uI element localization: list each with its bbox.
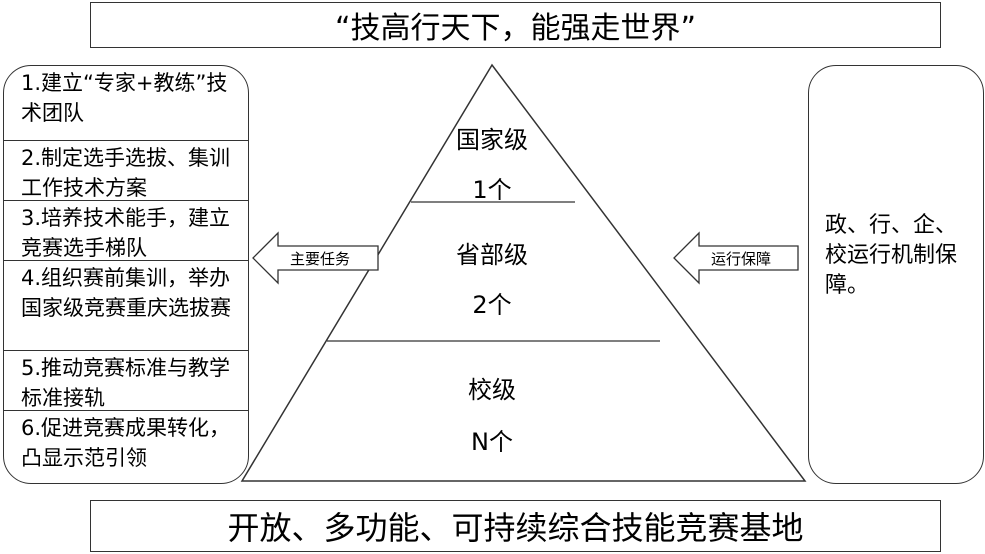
count-national: 1个 bbox=[472, 176, 512, 204]
right-arrow-label: 运行保障 bbox=[711, 250, 772, 268]
left-arrow-label: 主要任务 bbox=[290, 250, 351, 268]
footer-banner: 开放、多功能、可持续综合技能竞赛基地 bbox=[90, 500, 941, 552]
right-arrow bbox=[673, 231, 799, 285]
guarantee-text: 政、行、企、校运行机制保障。 bbox=[825, 213, 958, 298]
footer-text: 开放、多功能、可持续综合技能竞赛基地 bbox=[227, 509, 804, 547]
left-arrow bbox=[252, 231, 379, 285]
title-banner: “技高行天下，能强走世界” bbox=[90, 2, 941, 48]
task-item: 5.推动竞赛标准与教学标准接轨 bbox=[4, 351, 248, 411]
pyramid bbox=[240, 63, 807, 482]
task-item: 4.组织赛前集训，举办国家级竞赛重庆选拔赛 bbox=[4, 261, 248, 351]
level-national: 国家级 bbox=[456, 126, 528, 154]
count-provincial: 2个 bbox=[472, 291, 512, 319]
guarantee-panel: 政、行、企、校运行机制保障。 bbox=[808, 65, 984, 484]
title-text: “技高行天下，能强走世界” bbox=[334, 11, 697, 46]
count-school: N个 bbox=[471, 428, 513, 456]
task-item: 6.促进竞赛成果转化，凸显示范引领 bbox=[21, 416, 231, 470]
level-school: 校级 bbox=[468, 376, 516, 404]
task-item: 3.培养技术能手，建立竞赛选手梯队 bbox=[4, 201, 248, 261]
level-provincial: 省部级 bbox=[456, 241, 528, 269]
tasks-panel: 1.建立“专家+教练”技术团队 2.制定选手选拔、集训工作技术方案 3.培养技术… bbox=[3, 65, 249, 484]
task-item: 2.制定选手选拔、集训工作技术方案 bbox=[4, 141, 248, 201]
task-item: 1.建立“专家+教练”技术团队 bbox=[4, 66, 248, 141]
